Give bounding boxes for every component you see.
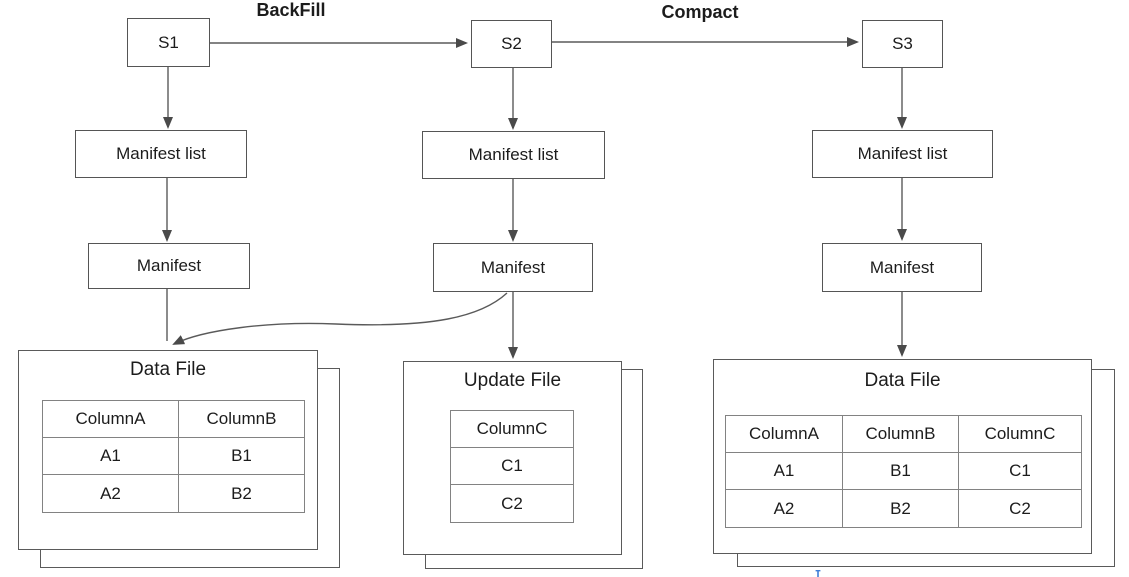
table-cell: C2 [1009,498,1031,518]
compact-edge-label: Compact [661,2,739,22]
table-cell: C1 [451,448,573,485]
table-header-cell: ColumnA [726,416,843,453]
table-cell: B1 [179,438,304,475]
manifest-label-3: Manifest [869,257,935,277]
manifest-list-box-1: Manifest list [75,130,247,178]
update-file-table: ColumnC C1 C2 [450,410,574,523]
data-file-right-title: Data File [864,370,941,391]
snapshot-s3-box: S3 [862,20,943,68]
table-header-cell: ColumnB [179,401,304,438]
update-file-title: Update File [463,370,562,391]
manifest-list-label-2: Manifest list [468,145,559,164]
table-cell: A2 [726,490,843,527]
table-cell: B1 [843,453,959,490]
manifest-box-2: Manifest [433,243,593,292]
table-cell: C1 [959,453,1081,490]
snapshot-s1-label: S1 [158,32,179,52]
manifest-list-label-3: Manifest list [857,144,948,163]
table-cell: A1 [726,453,843,490]
data-file-left-title: Data File [129,359,207,380]
manifest-label-1: Manifest [136,256,202,275]
table-cell: B2 [843,490,959,527]
manifest-label-2: Manifest [480,257,546,277]
table-header-cell: ColumnB [843,416,959,453]
table-cell: B2 [231,483,252,503]
text-cursor-icon [815,570,821,577]
table-cell: A1 [43,438,179,475]
snapshot-s2-box: S2 [471,20,552,68]
backfill-edge-label: BackFill [256,0,326,20]
manifest-box-1: Manifest [88,243,250,289]
manifest-list-box-3: Manifest list [812,130,993,178]
data-file-left-table: ColumnA ColumnB A1 B1 A2 B2 [42,400,305,513]
manifest2-to-data-file-left-curve-arrow [172,292,508,345]
manifest-list-box-2: Manifest list [422,131,605,179]
snapshot-s3-label: S3 [892,34,913,53]
table-header-cell: ColumnC [451,411,573,448]
manifest-box-3: Manifest [822,243,982,292]
snapshot-s1-box: S1 [127,18,210,67]
data-file-right-table: ColumnA ColumnB ColumnC A1 B1 C1 A2 B2 C… [725,415,1082,528]
table-cell: C2 [501,493,523,513]
manifest-list-label-1: Manifest list [116,144,206,163]
table-cell: A2 [43,475,179,512]
table-header-cell: ColumnA [43,401,179,438]
table-header-cell: ColumnC [959,416,1081,453]
snapshot-s2-label: S2 [501,34,522,53]
